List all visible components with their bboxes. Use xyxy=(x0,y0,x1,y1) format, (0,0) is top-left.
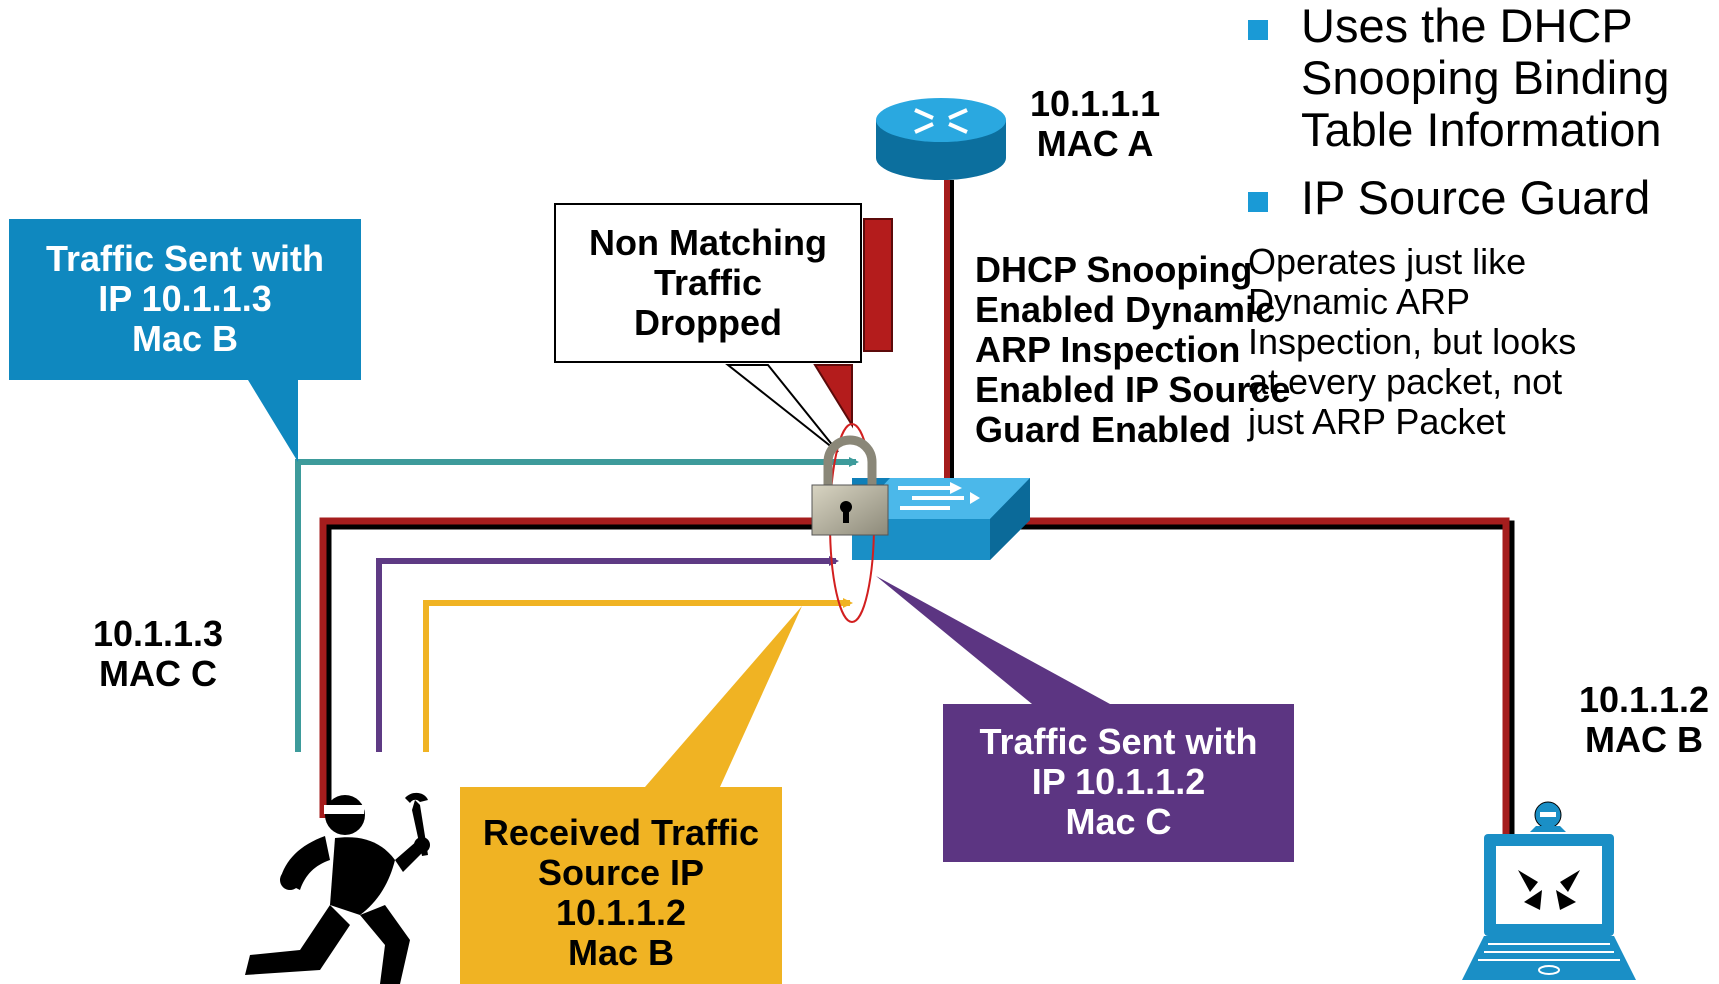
callout-line: Source IP xyxy=(537,852,705,893)
bullet-square-icon xyxy=(1248,20,1268,40)
purple-callout: Traffic Sent with IP 10.1.1.2 Mac C xyxy=(943,704,1294,862)
sub-line: Dynamic ARP xyxy=(1248,281,1471,322)
cable-router-switch xyxy=(944,180,954,478)
switch-feature-line: Enabled IP Source xyxy=(975,369,1291,410)
yellow-callout-pointer xyxy=(645,606,802,787)
attacker-mac: MAC C xyxy=(99,653,217,694)
bullet-line: Table Information xyxy=(1301,103,1662,156)
laptop-mac: MAC B xyxy=(1585,719,1703,760)
bullet-line: IP Source Guard xyxy=(1301,171,1651,224)
yellow-traffic-arrow xyxy=(423,598,853,752)
bullet-line: Uses the DHCP xyxy=(1301,0,1633,52)
sub-line: just ARP Packet xyxy=(1248,401,1506,442)
drop-indicator-bar xyxy=(813,218,893,429)
router-ip: 10.1.1.1 xyxy=(1030,83,1161,124)
callout-line: Traffic xyxy=(653,262,763,303)
sub-line: Inspection, but looks xyxy=(1248,321,1577,362)
switch-feature-line: DHCP Snooping xyxy=(975,249,1253,290)
bullet-square-icon xyxy=(1248,192,1268,212)
callout-line: Mac B xyxy=(567,932,675,973)
attacker-ip: 10.1.1.3 xyxy=(92,613,224,654)
attacker-label: 10.1.1.3 MAC C xyxy=(88,614,228,694)
callout-line: 10.1.1.2 xyxy=(555,892,687,933)
callout-line: Traffic Sent with xyxy=(45,238,325,279)
callout-line: Traffic Sent with xyxy=(979,721,1258,762)
switch-feature-line: Enabled Dynamic xyxy=(975,289,1276,330)
lock-icon xyxy=(811,435,889,536)
bullet-binding-table: Uses the DHCP Snooping Binding Table Inf… xyxy=(1245,0,1715,156)
bullet-list: Uses the DHCP Snooping Binding Table Inf… xyxy=(1245,0,1715,224)
switch-feature-line: ARP Inspection xyxy=(975,329,1241,370)
laptop-ip: 10.1.1.2 xyxy=(1578,679,1710,720)
router-icon xyxy=(876,98,1006,180)
teal-callout: Traffic Sent with IP 10.1.1.3 Mac B xyxy=(9,219,361,380)
switch-feature-line: Guard Enabled xyxy=(975,409,1232,450)
sub-line: at every packet, not xyxy=(1248,361,1563,402)
callout-line: Mac B xyxy=(131,318,239,359)
purple-traffic-arrow xyxy=(376,556,839,752)
laptop-label: 10.1.1.2 MAC B xyxy=(1572,680,1716,760)
router-mac: MAC A xyxy=(1036,123,1154,164)
drop-callout: Non Matching Traffic Dropped xyxy=(554,203,862,363)
callout-line: IP 10.1.1.3 xyxy=(98,278,272,319)
callout-line: IP 10.1.1.2 xyxy=(1031,761,1206,802)
callout-line: Dropped xyxy=(634,302,782,343)
bullet-line: Snooping Binding xyxy=(1301,51,1670,104)
switch-features-label: DHCP Snooping Enabled Dynamic ARP Inspec… xyxy=(975,250,1290,450)
drop-callout-pointer xyxy=(725,364,839,453)
callout-line: Non Matching xyxy=(589,222,827,263)
bullet-ip-source-guard: IP Source Guard xyxy=(1245,172,1715,224)
purple-callout-pointer xyxy=(876,576,1110,704)
router-label: 10.1.1.1 MAC A xyxy=(1030,84,1160,164)
sub-line: Operates just like xyxy=(1248,241,1527,282)
laptop-icon xyxy=(1462,801,1636,980)
yellow-callout: Received Traffic Source IP 10.1.1.2 Mac … xyxy=(460,787,782,984)
callout-line: Mac C xyxy=(1065,801,1172,842)
callout-line: Received Traffic xyxy=(482,812,760,853)
attacker-icon xyxy=(245,792,430,984)
sub-bullet-text: Operates just like Dynamic ARP Inspectio… xyxy=(1248,242,1576,442)
teal-callout-pointer xyxy=(248,380,298,462)
